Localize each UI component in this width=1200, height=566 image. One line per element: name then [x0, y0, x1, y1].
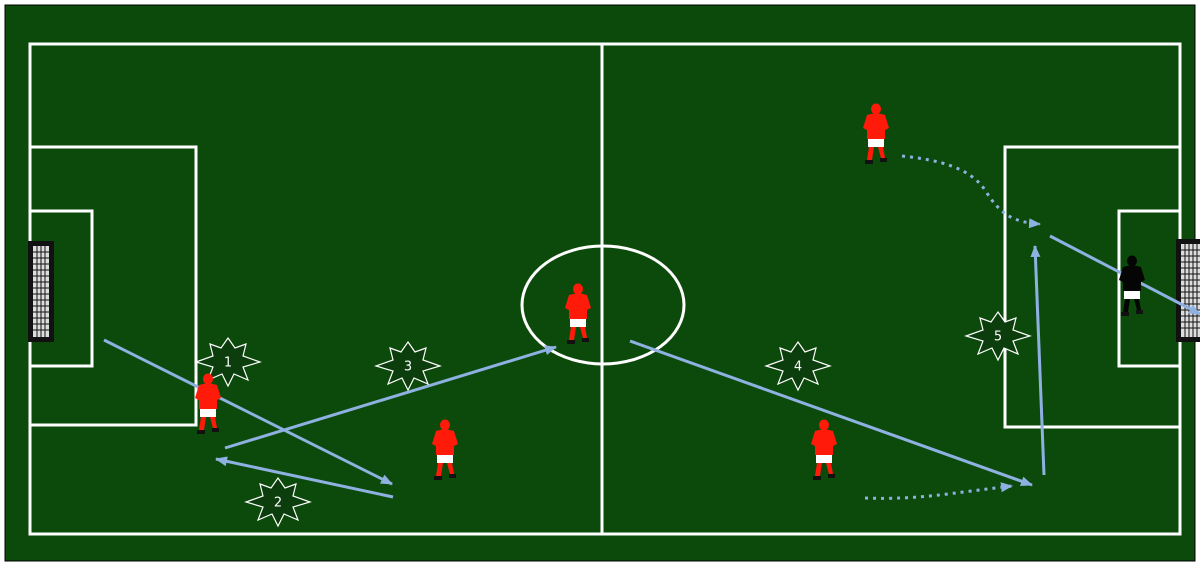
right-goal	[1176, 239, 1200, 342]
step-label-4: 4	[794, 360, 802, 375]
step-label-1: 1	[224, 356, 232, 371]
step-label-3: 3	[404, 360, 412, 375]
pitch-background	[5, 5, 1195, 561]
step-label-5: 5	[994, 330, 1002, 345]
left-goal	[28, 241, 54, 342]
step-label-2: 2	[274, 496, 282, 511]
